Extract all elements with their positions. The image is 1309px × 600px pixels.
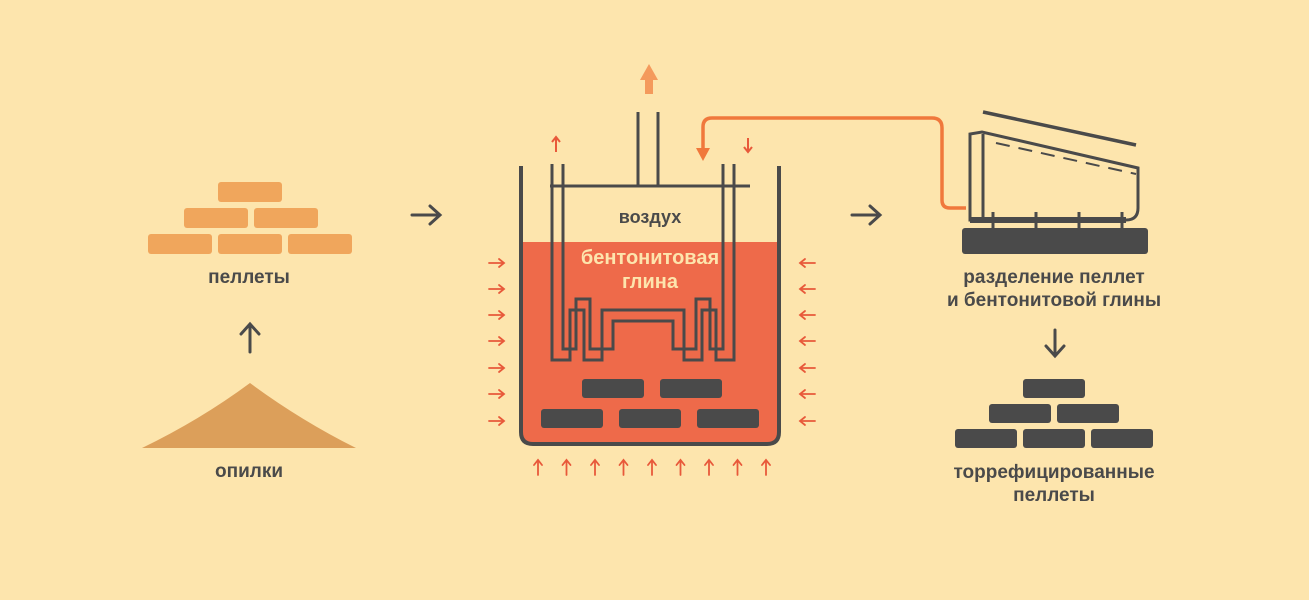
heat-arrow-icon xyxy=(488,336,506,346)
sawdust-label: опилки xyxy=(214,461,284,482)
exhaust-arrow-icon xyxy=(640,64,658,94)
coil-outlet-arrow-icon xyxy=(743,138,753,154)
heat-arrow-icon xyxy=(798,416,816,426)
heat-arrows-bottom xyxy=(533,458,771,476)
heat-arrow-icon xyxy=(488,363,506,373)
heat-arrow-icon xyxy=(798,389,816,399)
pellets-label: пеллеты xyxy=(208,267,290,288)
heat-arrow-icon xyxy=(675,458,686,476)
arrow-down-icon xyxy=(1044,328,1066,359)
sieve-separator-icon xyxy=(962,110,1148,254)
return-pipe xyxy=(696,116,966,210)
heat-arrow-icon xyxy=(798,336,816,346)
coil-inlet-arrow-icon xyxy=(551,135,561,152)
heat-arrow-icon xyxy=(488,416,506,426)
heat-arrow-icon xyxy=(798,363,816,373)
heat-arrow-icon xyxy=(533,458,543,476)
heat-arrow-icon xyxy=(488,310,506,320)
heat-arrow-icon xyxy=(488,389,506,399)
heat-arrow-icon xyxy=(590,458,600,476)
heat-arrow-icon xyxy=(798,284,816,294)
heat-arrow-icon xyxy=(704,458,714,476)
arrow-up-icon xyxy=(239,321,261,354)
torrefied-pellets-icon xyxy=(955,379,1153,448)
torrefied-label-line1: торрефицированные xyxy=(953,462,1155,483)
separation-label-line1: разделение пеллет xyxy=(963,267,1145,288)
torrefied-label: торрефицированные пеллеты xyxy=(953,461,1154,507)
heat-arrows-right xyxy=(798,258,816,426)
sawdust-pile-icon xyxy=(142,383,356,448)
separation-label-line2: и бентонитовой глины xyxy=(946,290,1162,311)
raw-pellets-icon xyxy=(148,182,352,254)
heat-arrow-icon xyxy=(561,458,572,476)
heat-arrow-icon xyxy=(761,458,771,476)
heat-arrow-icon xyxy=(732,458,743,476)
reactor-icon xyxy=(519,112,781,446)
heat-arrow-icon xyxy=(798,310,816,320)
heat-arrow-icon xyxy=(618,458,629,476)
air-label: воздух xyxy=(618,207,682,227)
heat-arrows-left xyxy=(488,258,506,426)
heat-arrow-icon xyxy=(647,458,657,476)
heat-arrow-icon xyxy=(488,258,506,268)
torrefied-label-line2: пеллеты xyxy=(1013,485,1095,506)
arrow-right-icon xyxy=(410,204,443,226)
heat-arrow-icon xyxy=(798,258,816,268)
heat-arrow-icon xyxy=(488,284,506,294)
arrow-right-icon xyxy=(850,204,883,226)
clay-label-line1: бентонитовая xyxy=(580,247,720,269)
clay-label-line2: глина xyxy=(621,271,679,293)
separation-label: разделение пеллет и бентонитовой глины xyxy=(947,266,1161,312)
clay-label: бентонитовая глина xyxy=(581,246,719,294)
